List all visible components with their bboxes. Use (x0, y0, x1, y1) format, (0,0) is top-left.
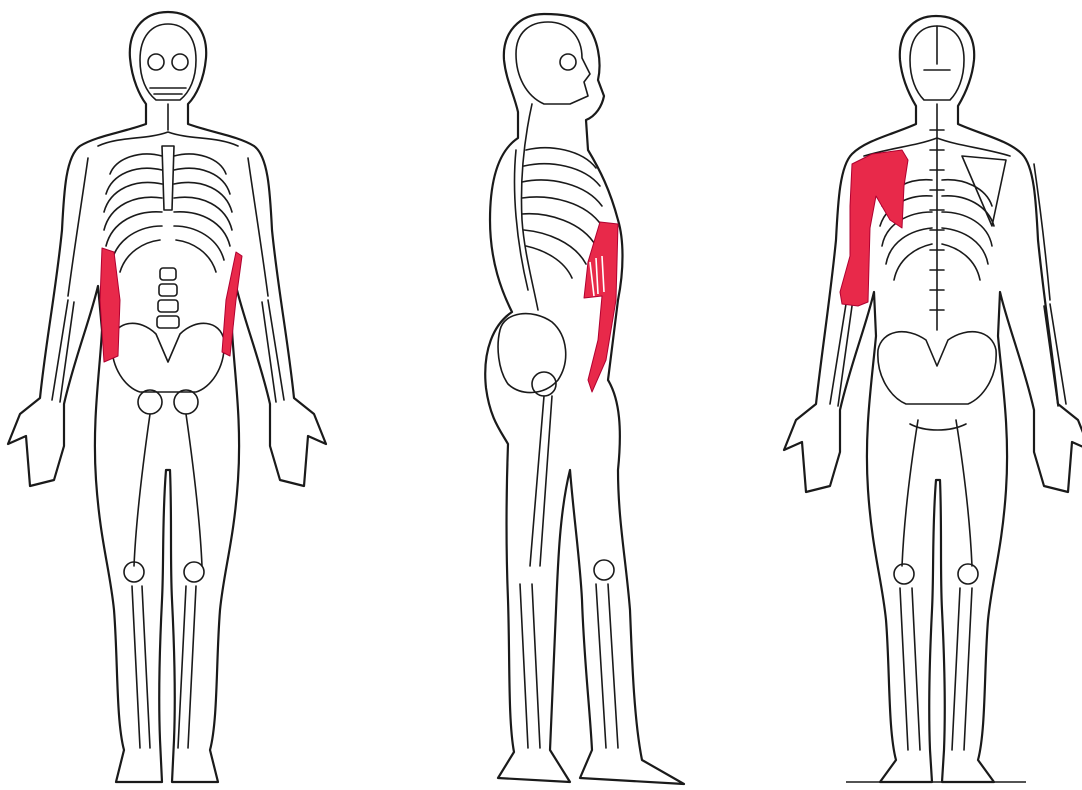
back-body-outline (784, 16, 1082, 782)
front-body-outline (8, 12, 326, 782)
skeleton-front-view (0, 0, 340, 790)
skeleton-side-view (420, 0, 710, 790)
skeleton-back-view (780, 0, 1082, 790)
front-view-drawing (0, 0, 340, 790)
side-view-drawing (420, 0, 710, 790)
side-body-outline (485, 14, 684, 784)
back-view-drawing (780, 0, 1082, 790)
